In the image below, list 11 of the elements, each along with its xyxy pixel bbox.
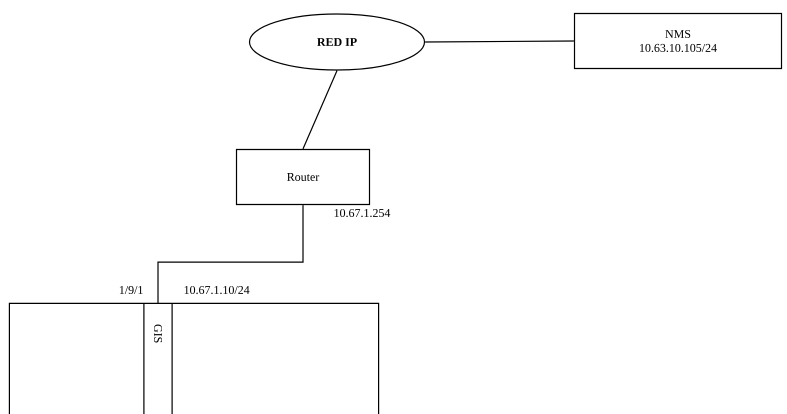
port-label: 10.67.1.10/24 [184, 286, 250, 294]
connector-line [302, 70, 338, 150]
port-label: 10.67.1.254 [334, 208, 390, 218]
device-box: Router [236, 148, 370, 206]
port-label: 1/9/1 [120, 286, 143, 294]
ellipse-node: RED IP [248, 13, 426, 71]
device-box [8, 302, 380, 414]
slot-box: GIS [143, 302, 173, 414]
connector-line [157, 205, 304, 304]
device-box: NMS 10.63.10.105/24 [574, 12, 782, 70]
connector-line [425, 40, 574, 43]
